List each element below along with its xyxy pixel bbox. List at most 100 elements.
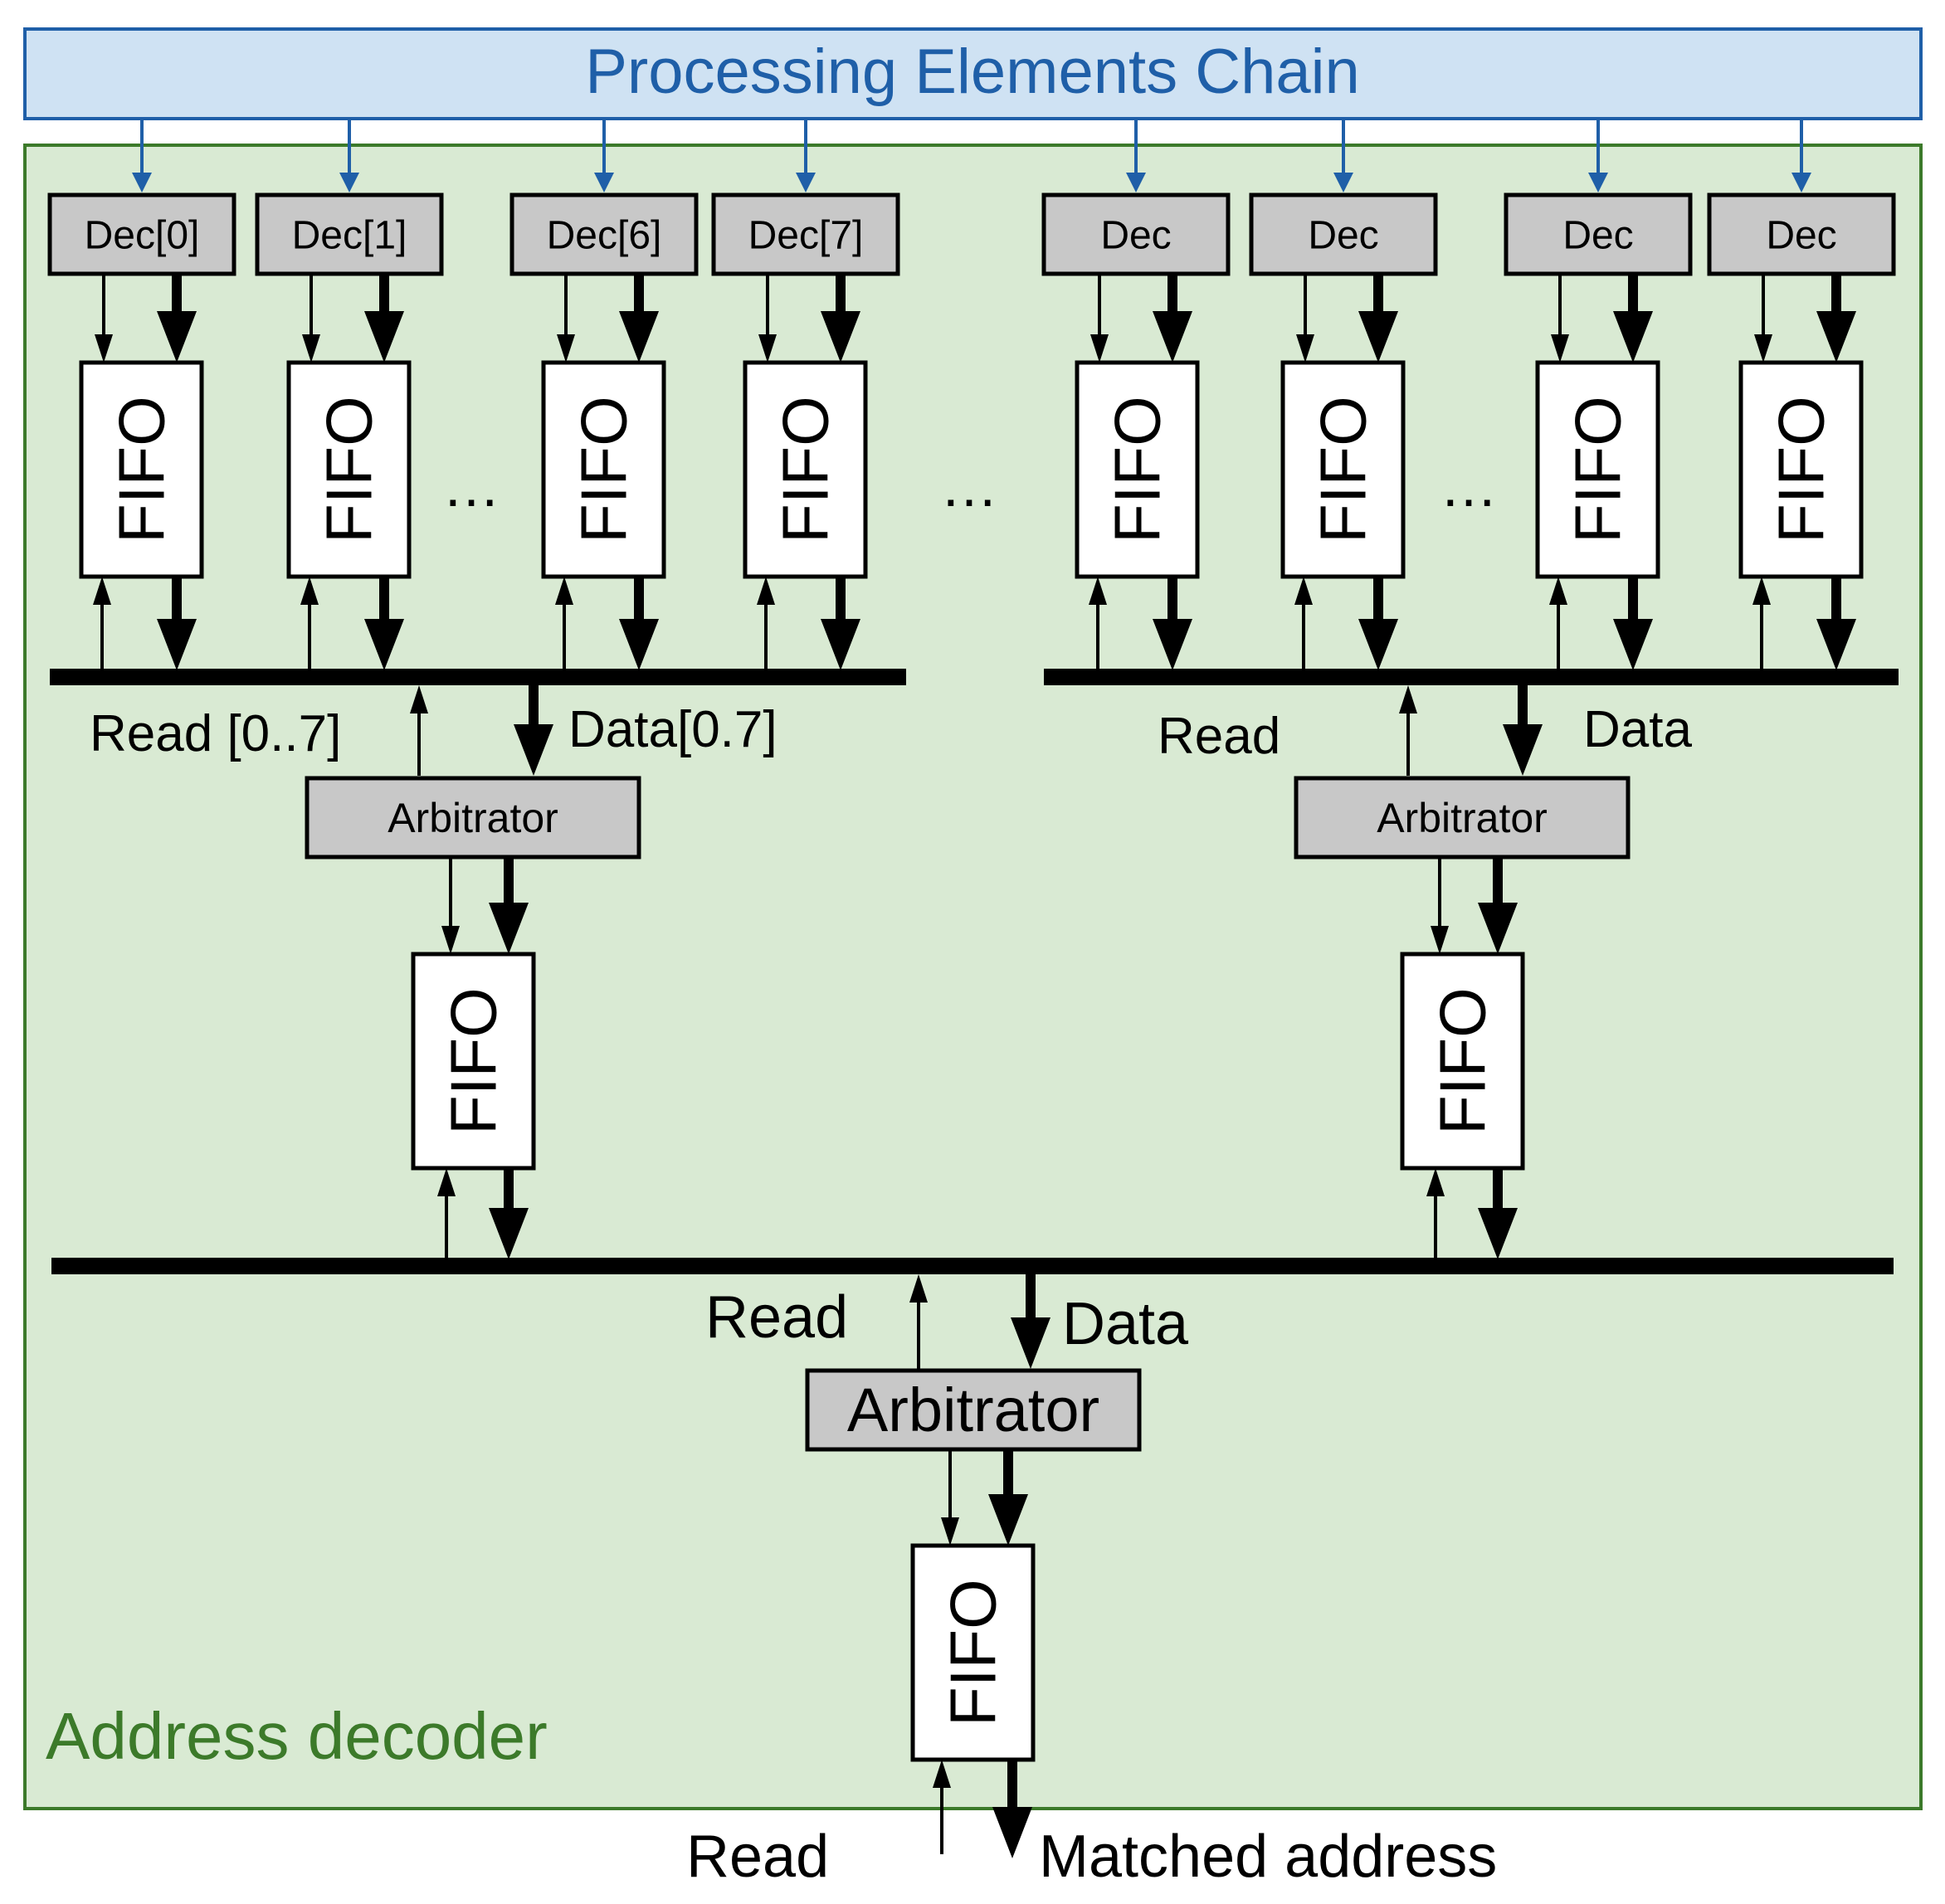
dec-block-6-label: Dec — [1562, 214, 1633, 258]
dec-block-5 — [1249, 192, 1438, 276]
fifo-6-read-arrow — [1549, 577, 1567, 670]
output-read-arrow-head — [933, 1760, 951, 1788]
fifo-5-read-arrow-head — [1294, 577, 1313, 605]
dec-block-0 — [47, 192, 236, 276]
fifo-2-read-arrow-head — [555, 577, 573, 605]
fifo-1-read-arrow-head — [300, 577, 319, 605]
arbitrator-group-2-label: Arbitrator — [1377, 795, 1548, 841]
fifo-3-data-arrow-head — [821, 619, 860, 670]
group-2-read-up-arrow-head — [1399, 685, 1417, 713]
arbitrator-1-to-fifo-read-arrow-head — [441, 926, 460, 954]
fifo-level1-0-label: FIFO — [105, 396, 178, 543]
fifo-3-read-arrow — [757, 577, 775, 670]
fifo-level2-2-data-arrow — [1478, 1168, 1518, 1259]
fifo-3-data-arrow — [821, 577, 860, 670]
dec-4-to-fifo-data-arrow-head — [1153, 311, 1192, 363]
fifo-2-read-arrow — [555, 577, 573, 670]
dec-7-to-fifo-data-arrow — [1816, 274, 1856, 363]
dec-3-to-fifo-data-arrow-head — [821, 311, 860, 363]
arbitrator-final — [805, 1368, 1142, 1452]
dec-1-to-fifo-data-arrow — [364, 274, 404, 363]
group-2-data-down-arrow — [1503, 685, 1543, 776]
group-1-data-down-arrow — [514, 685, 553, 776]
final-data-down-arrow-head — [1011, 1317, 1050, 1369]
group-1-data-label: Data[0.7] — [568, 701, 778, 758]
final-data-label: Data — [1062, 1291, 1189, 1357]
output-matched-address-label: Matched address — [1039, 1824, 1497, 1890]
fifo-0-read-arrow-head — [93, 577, 111, 605]
fifo-5-read-arrow — [1294, 577, 1313, 670]
dec-block-4 — [1041, 192, 1231, 276]
fifo-7-data-arrow-head — [1816, 619, 1856, 670]
dec-block-0-label: Dec[0] — [85, 214, 200, 258]
arbitrator-2-to-fifo-read-arrow-head — [1431, 926, 1449, 954]
ellipsis-3: … — [1440, 454, 1498, 519]
bus-group-1 — [50, 669, 906, 685]
arbitrator-group-1-label: Arbitrator — [388, 795, 558, 841]
dec-4-to-fifo-read-arrow-head — [1090, 334, 1109, 363]
fifo-level2-1-data-arrow-head — [489, 1208, 529, 1259]
fifo-level2-2-read-arrow-head — [1426, 1168, 1445, 1196]
fifo-level1-2-label: FIFO — [568, 396, 641, 543]
arbitrator-final-label: Arbitrator — [847, 1376, 1099, 1444]
dec-5-to-fifo-data-arrow-head — [1358, 311, 1398, 363]
dec-0-to-fifo-read-arrow — [95, 274, 113, 363]
fifo-7-read-arrow — [1752, 577, 1771, 670]
arbitrator-1-to-fifo-read-arrow — [441, 857, 460, 954]
group-1-read-label: Read [0..7] — [90, 705, 341, 762]
arbitrator-group-2 — [1294, 776, 1631, 859]
dec-1-to-fifo-read-arrow — [302, 274, 320, 363]
dec-block-7-label: Dec — [1766, 214, 1836, 258]
final-arbitrator-to-fifo-data-arrow — [988, 1449, 1028, 1546]
arbitrator-1-to-fifo-data-arrow — [489, 857, 529, 954]
dec-block-1-label: Dec[1] — [292, 214, 407, 258]
fifo-level2-2-read-arrow — [1426, 1168, 1445, 1259]
fifo-0-data-arrow — [157, 577, 197, 670]
fifo-level2-2-data-arrow-head — [1478, 1208, 1518, 1259]
final-data-down-arrow — [1011, 1274, 1050, 1369]
dec-2-to-fifo-read-arrow — [557, 274, 575, 363]
fifo-1-read-arrow — [300, 577, 319, 670]
output-matched-address-arrow — [992, 1760, 1032, 1858]
group-2-read-up-arrow — [1399, 685, 1417, 776]
fifo-level2-1-data-arrow — [489, 1168, 529, 1259]
arbitrator-1-to-fifo-data-arrow-head — [489, 903, 529, 954]
ellipsis-1: … — [442, 454, 500, 519]
fifo-level1-1-label: FIFO — [313, 396, 386, 543]
dec-4-to-fifo-read-arrow — [1090, 274, 1109, 363]
fifo-level1-7-label: FIFO — [1765, 396, 1838, 543]
dec-block-6 — [1504, 192, 1693, 276]
processing-elements-chain-bar — [23, 27, 1923, 120]
fifo-level1-2 — [541, 360, 666, 579]
bus-group-2 — [1044, 669, 1899, 685]
fifo-level2-2 — [1400, 952, 1525, 1171]
dec-block-3 — [711, 192, 900, 276]
dec-block-5-label: Dec — [1308, 214, 1378, 258]
ellipsis-2: … — [940, 454, 998, 519]
fifo-6-read-arrow-head — [1549, 577, 1567, 605]
fifo-level2-1-label: FIFO — [437, 987, 510, 1135]
arbitrator-2-to-fifo-data-arrow-head — [1478, 903, 1518, 954]
dec-6-to-fifo-data-arrow-head — [1613, 311, 1653, 363]
fifo-4-data-arrow — [1153, 577, 1192, 670]
final-read-up-arrow — [909, 1274, 928, 1369]
dec-3-to-fifo-read-arrow-head — [758, 334, 777, 363]
dec-6-to-fifo-read-arrow — [1551, 274, 1569, 363]
fifo-level1-6 — [1535, 360, 1660, 579]
dec-1-to-fifo-data-arrow-head — [364, 311, 404, 363]
fifo-2-data-arrow — [619, 577, 659, 670]
dec-7-to-fifo-read-arrow — [1754, 274, 1772, 363]
group-2-read-label: Read — [1158, 708, 1280, 765]
arbitrator-2-to-fifo-read-arrow — [1431, 857, 1449, 954]
fifo-3-read-arrow-head — [757, 577, 775, 605]
group-1-read-up-arrow — [410, 685, 428, 776]
arbitrator-2-to-fifo-data-arrow — [1478, 857, 1518, 954]
fifo-7-read-arrow-head — [1752, 577, 1771, 605]
dec-2-to-fifo-data-arrow-head — [619, 311, 659, 363]
final-arbitrator-to-fifo-read-arrow — [941, 1449, 959, 1546]
group-2-data-down-arrow-head — [1503, 724, 1543, 776]
dec-7-to-fifo-data-arrow-head — [1816, 311, 1856, 363]
fifo-level1-4-label: FIFO — [1101, 396, 1174, 543]
generated-blocks: Dec[0]FIFODec[1]FIFODec[6]FIFODec[7]FIFO… — [47, 119, 1899, 1858]
dec-7-to-fifo-read-arrow-head — [1754, 334, 1772, 363]
